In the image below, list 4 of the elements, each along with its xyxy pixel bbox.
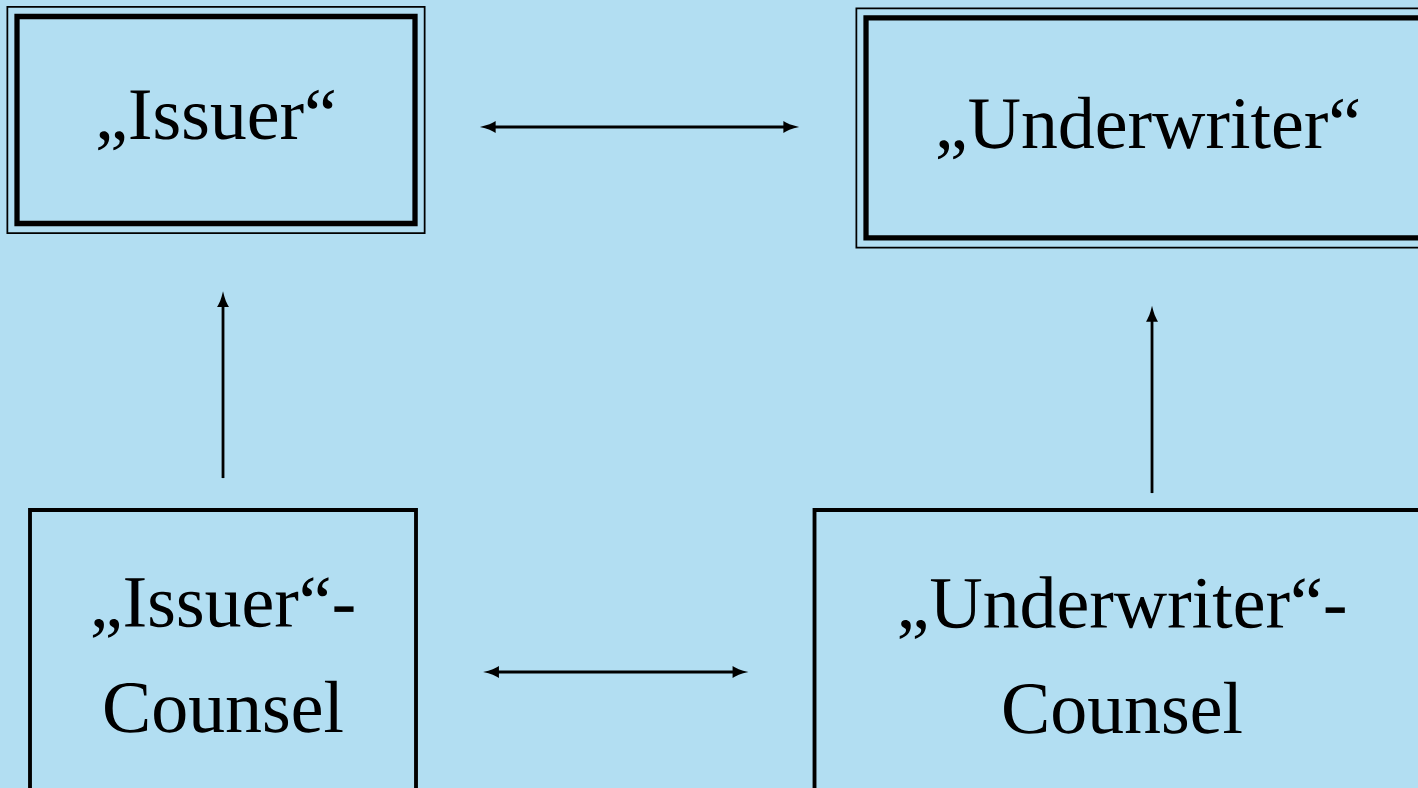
text-box: „Underwriter“- Counsel [812, 508, 1418, 788]
framed-box: „Issuer“ [6, 5, 426, 234]
framed-box: „Underwriter“ [855, 7, 1418, 249]
text-box: „Issuer“- Counsel [28, 508, 418, 788]
